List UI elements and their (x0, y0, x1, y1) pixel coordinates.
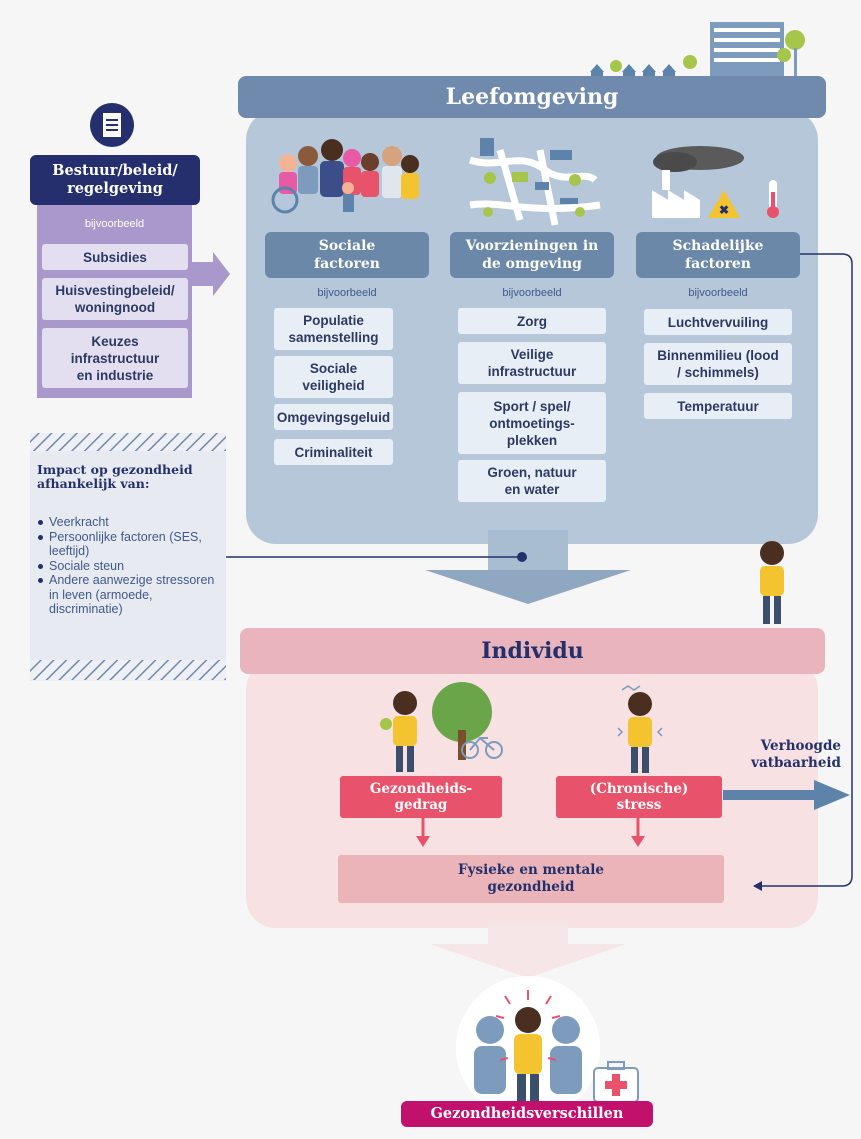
item-sociale-veiligheid: Sociale veiligheid (274, 356, 393, 398)
impact-box (30, 433, 226, 681)
bestuur-bijvoorbeeld: bijvoorbeeld (84, 218, 145, 230)
item-luchtvervuiling: Luchtvervuiling (644, 309, 792, 335)
impact-hatch-bottom (30, 660, 226, 680)
impact-title: Impact op gezondheid afhankelijk van: (37, 462, 193, 491)
individu-to-result-arrow (430, 922, 626, 978)
item-populatie-samenstelling: Populatie samenstelling (274, 308, 393, 350)
individu-title: Individu (240, 628, 825, 674)
bijvoorbeeld-sociale: bijvoorbeeld (317, 287, 377, 299)
stress-down-arrow (631, 818, 645, 847)
gedrag-down-arrow (416, 818, 430, 847)
vatbaarheid-label: Verhoogde vatbaarheid (751, 738, 841, 771)
map-illustration (468, 138, 601, 226)
leefomgeving-to-individu-arrow (425, 530, 631, 604)
column-header-voorzieningen: Voorzieningen in de omgeving (450, 232, 614, 278)
factory-illustration: ✖ (652, 146, 779, 218)
bestuur-item-huisvesting: Huisvestingbeleid/ woningnood (42, 278, 188, 320)
item-sport-spel: Sport / spel/ ontmoetings-plekken (458, 392, 606, 454)
result-label: Gezondheidsverschillen (401, 1101, 653, 1127)
impact-hatch-top (30, 433, 226, 451)
impact-item-veerkracht: Veerkracht (35, 515, 221, 530)
healthy-person-illustration (380, 682, 503, 772)
impact-connector-dot (517, 552, 527, 562)
bijvoorbeeld-schadelijke: bijvoorbeeld (688, 287, 748, 299)
column-header-sociale: Sociale factoren (265, 232, 429, 278)
item-veilige-infrastructuur: Veilige infrastructuur (458, 342, 606, 384)
item-temperatuur: Temperatuur (644, 393, 792, 419)
schadelijke-connector (753, 253, 853, 891)
bestuur-item-keuzes: Keuzes infrastructuur en industrie (42, 328, 188, 388)
stressed-person-illustration (617, 685, 663, 773)
bestuur-item-subsidies: Subsidies (42, 244, 188, 270)
svg-text:✖: ✖ (719, 203, 729, 217)
gedrag-box: Gezondheids-gedrag (340, 776, 502, 818)
item-groen-natuur-water: Groen, natuur en water (458, 460, 606, 502)
column-header-schadelijke: Schadelijke factoren (636, 232, 800, 278)
vatbaarheid-arrow (723, 780, 850, 810)
gezondheid-box: Fysieke en mentale gezondheid (338, 855, 724, 903)
impact-item-sociale-steun: Sociale steun (35, 559, 221, 574)
bijvoorbeeld-voorzieningen: bijvoorbeeld (502, 287, 562, 299)
people-group-illustration (271, 139, 419, 214)
leefomgeving-title: Leefomgeving (238, 76, 826, 118)
item-criminaliteit: Criminaliteit (274, 439, 393, 465)
bestuur-arrow (192, 252, 230, 296)
impact-item-andere-stressoren: Andere aanwezige stressoren in leven (ar… (35, 573, 221, 617)
item-zorg: Zorg (458, 308, 606, 334)
skyline-illustration (590, 22, 805, 78)
result-illustration (456, 976, 639, 1120)
impact-list: Veerkracht Persoonlijke factoren (SES, l… (35, 515, 221, 617)
bestuur-title: Bestuur/beleid/ regelgeving (30, 155, 200, 205)
item-binnenmilieu: Binnenmilieu (lood / schimmels) (644, 343, 792, 385)
person-standing-illustration (760, 541, 784, 624)
stress-box: (Chronische) stress (556, 776, 722, 818)
impact-item-persoonlijke-factoren: Persoonlijke factoren (SES, leeftijd) (35, 530, 221, 559)
item-omgevingsgeluid: Omgevingsgeluid (274, 404, 393, 430)
document-icon (90, 103, 134, 147)
